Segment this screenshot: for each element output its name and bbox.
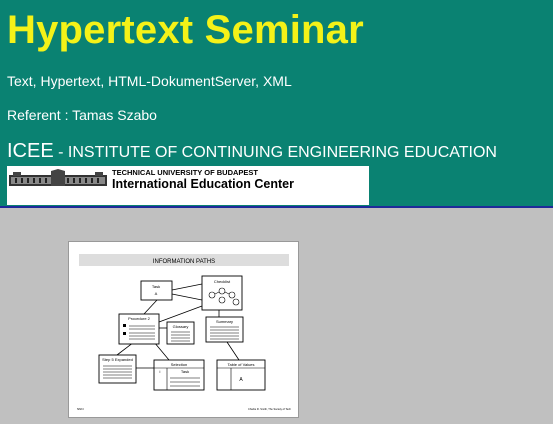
- procedure-node-label: Procedure 2: [128, 316, 151, 321]
- slide-footer-right: Charlie R. Smith, The Society of Tech: [248, 407, 292, 411]
- slide-footer-left: NNN: [77, 407, 84, 411]
- selection-col-task: Task: [181, 369, 189, 374]
- institute-separator: -: [53, 144, 68, 161]
- information-paths-diagram: INFORMATION PATHS Task A Checklist: [77, 254, 292, 411]
- institute-line: ICEE - INSTITUTE OF CONTINUING ENGINEERI…: [7, 140, 497, 163]
- header-panel: Hypertext Seminar Text, Hypertext, HTML-…: [0, 0, 553, 206]
- institute-name: INSTITUTE OF CONTINUING ENGINEERING EDUC…: [67, 144, 497, 161]
- table-values-node-label: Table of Values: [227, 362, 254, 367]
- checklist-node-label: Checklist: [214, 279, 231, 284]
- university-banner: TECHNICAL UNIVERSITY OF BUDAPEST Interna…: [7, 166, 369, 205]
- step-node-label: Step 5 Expanded: [102, 357, 133, 362]
- university-building-icon: [9, 169, 107, 186]
- header-divider: [0, 206, 553, 208]
- page-subtitle: Text, Hypertext, HTML-DokumentServer, XM…: [7, 73, 292, 89]
- page-title: Hypertext Seminar: [7, 8, 364, 52]
- center-name: International Education Center: [112, 177, 294, 191]
- task-node-label: Task: [152, 284, 160, 289]
- university-name: TECHNICAL UNIVERSITY OF BUDAPEST: [112, 168, 258, 177]
- selection-col-i: i: [160, 369, 161, 374]
- institute-acronym: ICEE: [7, 140, 54, 162]
- information-paths-slide[interactable]: INFORMATION PATHS Task A Checklist: [68, 241, 299, 418]
- selection-node-label: Selection: [171, 362, 187, 367]
- table-values-letter: A: [239, 377, 243, 383]
- slide-title-bar: [79, 254, 289, 266]
- task-node-letter: A: [155, 291, 158, 296]
- referent-text: Referent : Tamas Szabo: [7, 107, 157, 123]
- summary-node-label: Summary: [216, 319, 233, 324]
- slide-title: INFORMATION PATHS: [153, 259, 215, 265]
- glossary-node-label: Glossary: [173, 324, 189, 329]
